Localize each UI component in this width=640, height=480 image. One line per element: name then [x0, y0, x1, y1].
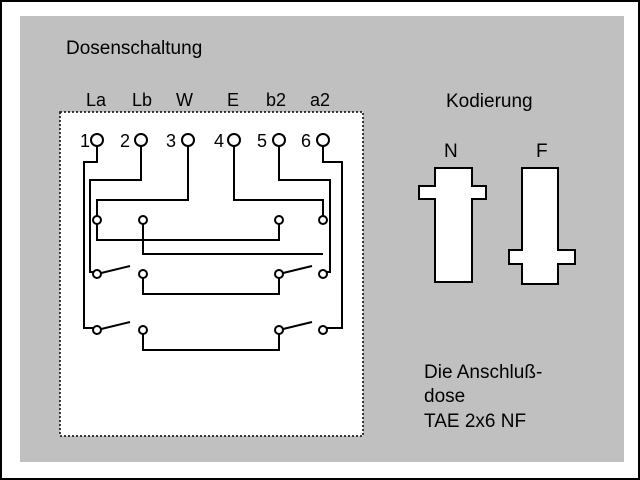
terminal-number-1: 1: [80, 131, 90, 151]
wire-a2: [322, 146, 343, 329]
link-low: [142, 330, 280, 351]
wire-e: [233, 146, 324, 220]
switch-mid-right-blade: [278, 265, 313, 275]
terminal-number-6: 6: [301, 131, 311, 151]
terminal-circle-2: [134, 133, 148, 147]
wire-la: [83, 146, 98, 329]
terminal-number-3: 3: [166, 131, 176, 151]
socket-box: [59, 111, 364, 437]
terminal-circle-5: [272, 133, 286, 147]
wire-lb: [89, 146, 142, 273]
terminal-number-5: 5: [257, 131, 267, 151]
terminal-circle-3: [181, 133, 195, 147]
terminal-number-2: 2: [120, 131, 130, 151]
coding-f-label: F: [536, 141, 548, 162]
terminal-label-lb: Lb: [132, 90, 152, 110]
terminal-number-4: 4: [214, 131, 224, 151]
description-line-3: TAE 2x6 NF: [424, 411, 526, 432]
terminal-label-w: W: [176, 90, 193, 110]
switch-mid-left-blade: [96, 265, 131, 275]
coding-heading: Kodierung: [446, 91, 533, 112]
description-line-1: Die Anschluß-: [424, 362, 542, 383]
diagram-title: Dosenschaltung: [66, 38, 202, 59]
coding-n-label: N: [444, 141, 458, 162]
terminal-label-e: E: [227, 90, 239, 110]
wires: [83, 146, 343, 351]
coding-key-f: [508, 167, 576, 285]
link-upper-1: [96, 220, 280, 241]
terminal-label-b2: b2: [266, 90, 286, 110]
coding-key-n: [418, 167, 487, 283]
wire-b2: [278, 146, 331, 273]
link-mid: [142, 274, 280, 295]
switch-low-left-blade: [96, 321, 131, 331]
description-line-2: dose: [424, 386, 465, 407]
terminal-circles: [90, 133, 330, 147]
terminal-label-la: La: [86, 90, 107, 110]
terminal-circle-6: [316, 133, 330, 147]
wire-w: [96, 146, 189, 220]
terminal-label-a2: a2: [310, 90, 330, 110]
terminal-circle-1: [90, 133, 104, 147]
link-upper-2: [142, 220, 323, 255]
switch-low-right-blade: [278, 321, 313, 331]
terminal-circle-4: [227, 133, 241, 147]
contact-points: [92, 215, 328, 335]
